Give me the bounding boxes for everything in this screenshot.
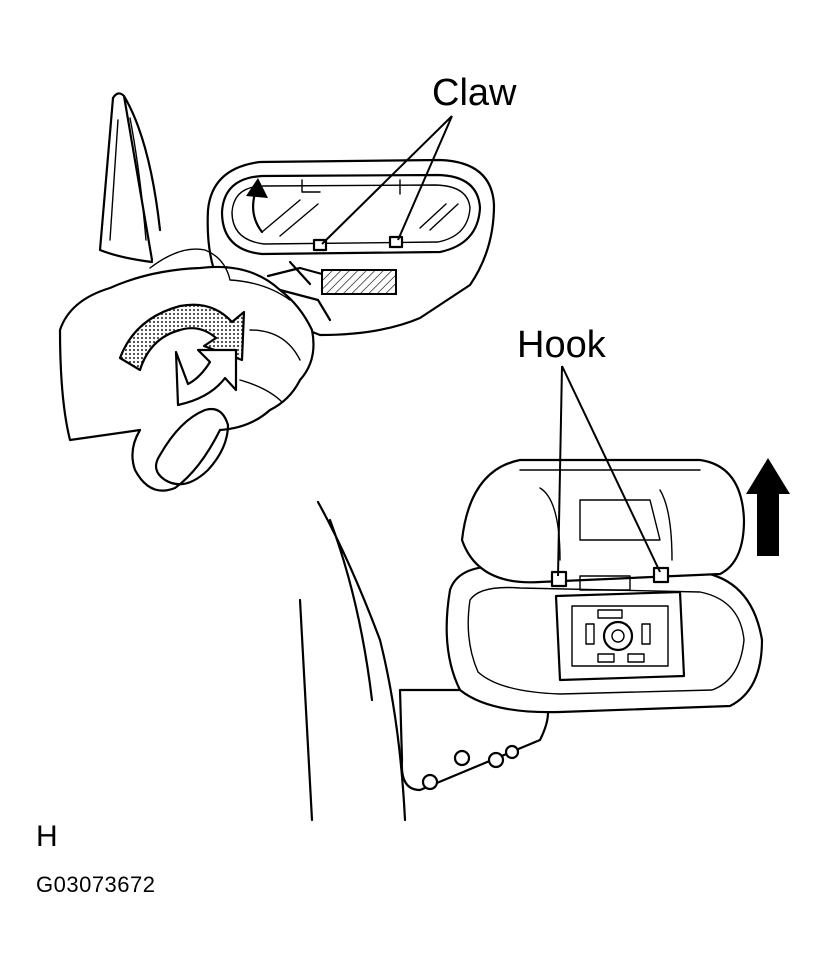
hook-right [652,566,670,584]
mirror-lifted [460,458,746,584]
claw-right [388,235,404,249]
view-letter: H [36,820,58,853]
door-pillar [98,92,162,264]
mirror-glass [220,173,482,256]
curved-rotate-arrow-icon [118,303,246,372]
claw-leader-lines [321,115,453,245]
claw-left [312,238,328,252]
door-body [298,500,407,822]
hatched-tool [321,269,397,295]
hook-label: Hook [517,324,606,366]
bottom-view-group [298,458,790,822]
hook-leader-lines [557,365,661,577]
figure-code: G03073672 [36,872,156,897]
claw-label: Claw [432,72,517,114]
mounting-plate [554,590,686,682]
thick-up-arrow-icon [746,458,790,556]
top-view-group [58,92,496,492]
